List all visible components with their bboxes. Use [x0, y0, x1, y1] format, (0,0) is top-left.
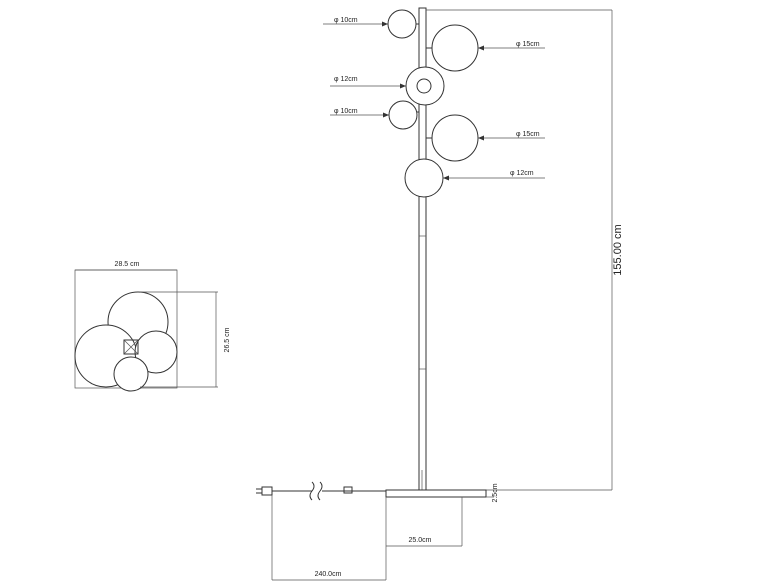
globe-3-socket	[416, 78, 432, 94]
top-depth-label: 26.5 cm	[224, 327, 231, 352]
globe-1	[387, 9, 417, 39]
globe-5-label: φ 15cm	[516, 131, 540, 138]
top-view-globe-bottom	[113, 356, 149, 392]
lamp-base	[385, 489, 487, 498]
globe-2	[431, 24, 479, 72]
top-view-hub	[123, 339, 139, 355]
globe-1-label: φ 10cm	[334, 17, 358, 24]
power-plug	[261, 486, 273, 496]
globe-3-label: φ 12cm	[334, 76, 358, 83]
cord-break-mark-1	[309, 481, 315, 501]
globe-3	[405, 66, 445, 106]
top-view-globe-right	[134, 330, 178, 374]
base-width-label: 25.0cm	[409, 537, 432, 544]
globe-6	[404, 158, 444, 198]
top-width-label: 28.5 cm	[115, 261, 140, 268]
globe-4	[388, 100, 418, 130]
globe-2-label: φ 15cm	[516, 41, 540, 48]
globe-5	[431, 114, 479, 162]
base-thickness-label: 2.5cm	[492, 483, 499, 502]
globe-4-label: φ 10cm	[334, 108, 358, 115]
cord-length-label: 240.0cm	[315, 571, 342, 578]
cord-break-mark-2	[317, 481, 323, 501]
height-label: 155.00 cm	[612, 224, 624, 275]
top-view: 28.5 cm 26.5 cm	[74, 261, 231, 392]
side-view: φ 10cm φ 15cm φ 12cm φ 10cm φ 15cm φ 12c…	[256, 7, 624, 581]
globe-6-label: φ 12cm	[510, 170, 534, 177]
cord-switch	[343, 486, 353, 494]
